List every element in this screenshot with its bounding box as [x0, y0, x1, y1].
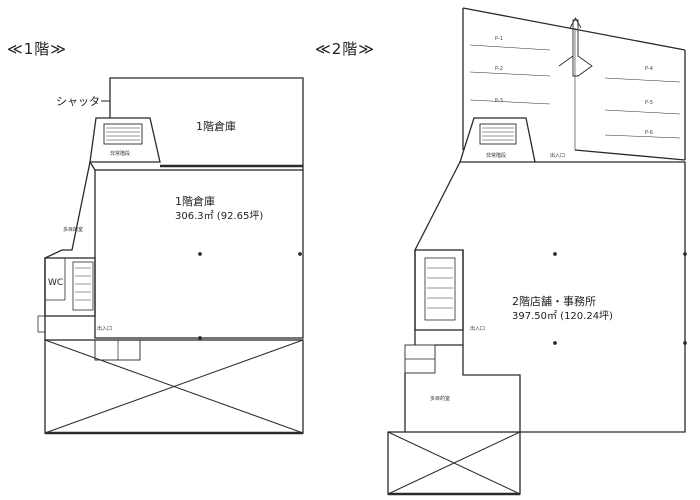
- parking-stall-label: P-4: [645, 66, 653, 72]
- floor1-multipurpose-label: 多目的室: [63, 227, 84, 233]
- floor2-main-room-area: 397.50㎡ (120.24坪): [512, 311, 613, 322]
- floor2-main-room-label: 2階店舗・事務所: [512, 295, 596, 308]
- floor2-title: ≪2階≫: [315, 40, 375, 58]
- floor1-shutter-label: シャッター: [56, 95, 111, 108]
- parking-stall-label: P-3: [495, 98, 503, 104]
- floor2-walls: [387, 7, 687, 496]
- floor2-entrance-label: 出入口: [470, 326, 486, 332]
- parking-stall-label: P-2: [495, 66, 503, 72]
- floor1-main-storage-area: 306.3㎡ (92.65坪): [175, 211, 264, 222]
- floor1-walls: [37, 77, 304, 435]
- floor1-upper-storage-label: 1階倉庫: [196, 120, 236, 133]
- floor1-wc-label: WC: [48, 278, 64, 288]
- floor2-emergency-stair-label: 非常階段: [486, 153, 507, 159]
- parking-stall-label: P-5: [645, 100, 653, 106]
- floor1-entrance-label: 出入口: [97, 326, 113, 332]
- parking-stall-label: P-1: [495, 36, 503, 42]
- floor1-title: ≪1階≫: [7, 40, 67, 58]
- floor1-main-storage-label: 1階倉庫: [175, 195, 215, 208]
- floor1-emergency-stair-label: 非常階段: [110, 151, 131, 157]
- parking-stall-label: P-6: [645, 130, 653, 136]
- floor2-multipurpose-label: 多目的室: [430, 396, 451, 402]
- floor2-top-entrance-label: 出入口: [550, 153, 566, 159]
